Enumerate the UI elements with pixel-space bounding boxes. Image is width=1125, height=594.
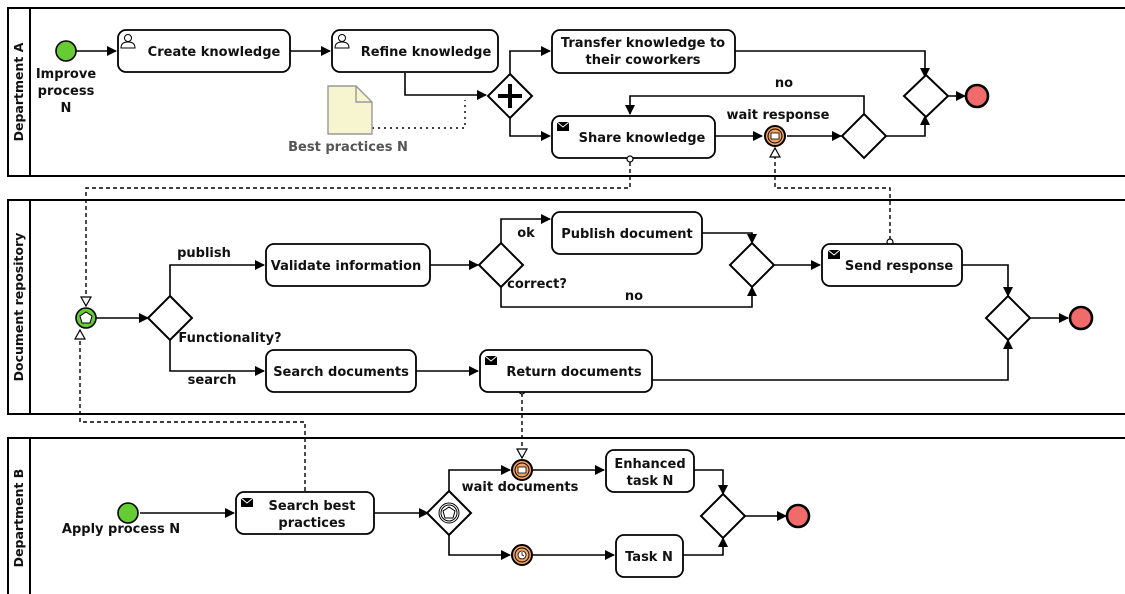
pentagon-icon: [79, 311, 93, 324]
message-flows: [80, 148, 891, 498]
exclusive-gateway-merge-repo[interactable]: [728, 241, 776, 289]
lane-department-a: Department A: [7, 7, 1125, 177]
start-event-improve-process[interactable]: [55, 40, 77, 62]
exclusive-gateway-correct[interactable]: [477, 241, 525, 289]
task-label: Send response: [845, 259, 953, 274]
start-label-apply-process: Apply process N: [62, 522, 180, 537]
task-task-n[interactable]: Task N: [615, 534, 684, 578]
department-a-flows: [76, 46, 966, 141]
start-label-l3: N: [61, 101, 72, 116]
task-label-l1: Enhanced: [614, 457, 685, 472]
task-label: Share knowledge: [579, 131, 706, 146]
task-label: Validate information: [271, 259, 422, 274]
user-icon: [334, 34, 350, 49]
lane-department-b: Department B: [7, 437, 1125, 594]
gateway-label-correct: correct?: [507, 277, 567, 292]
event-based-gateway[interactable]: [425, 489, 473, 537]
flow-label-ok: ok: [517, 226, 535, 241]
task-label: Task N: [625, 550, 673, 565]
exclusive-gateway-merge-final[interactable]: [984, 294, 1032, 342]
task-validate-information[interactable]: Validate information: [265, 243, 431, 287]
timer-catch-event[interactable]: [511, 544, 533, 566]
task-label: Return documents: [506, 365, 642, 380]
exclusive-gateway-response[interactable]: [840, 112, 888, 160]
task-share-knowledge[interactable]: Share knowledge: [551, 115, 716, 159]
lane-title-document-repository: Document repository: [11, 233, 26, 382]
task-search-best-practices[interactable]: Search best practices: [235, 491, 375, 535]
exclusive-gateway-merge-a[interactable]: [902, 73, 950, 119]
task-label-l1: Transfer knowledge to: [561, 36, 725, 51]
lane-document-repository: Document repository: [7, 199, 1125, 415]
flow-label-search: search: [188, 373, 237, 388]
flow-label-no: no: [775, 76, 793, 91]
start-label-l2: process: [38, 84, 95, 99]
task-label: Create knowledge: [148, 45, 281, 60]
exclusive-gateway-functionality[interactable]: [146, 294, 194, 342]
task-label-l1: Search best: [269, 499, 356, 514]
task-publish-document[interactable]: Publish document: [551, 211, 703, 255]
message-catch-event-wait-response[interactable]: [764, 125, 786, 147]
task-label: Publish document: [561, 227, 693, 242]
parallel-gateway[interactable]: [486, 72, 534, 120]
event-label-wait-documents: wait documents: [462, 480, 579, 495]
task-label: Refine knowledge: [361, 45, 492, 60]
pentagon-icon: [442, 506, 456, 519]
task-label-l2: task N: [627, 474, 674, 489]
user-icon: [120, 34, 136, 49]
end-event-department-b[interactable]: [785, 503, 811, 529]
task-send-response[interactable]: Send response: [821, 243, 963, 287]
repository-flows: [96, 214, 1069, 381]
start-label-l1: Improve: [36, 67, 97, 82]
end-event-repository[interactable]: [1068, 305, 1094, 331]
plus-icon: [498, 84, 522, 108]
flow-label-publish: publish: [177, 246, 231, 261]
flow-label-no-repo: no: [625, 289, 643, 304]
association-best-practices: [372, 100, 466, 129]
task-label-l2: practices: [278, 516, 345, 531]
task-search-documents[interactable]: Search documents: [265, 349, 417, 393]
lane-title-department-a: Department A: [11, 42, 26, 141]
end-event-department-a[interactable]: [964, 83, 990, 109]
message-start-event-repository[interactable]: [75, 307, 97, 329]
task-return-documents[interactable]: Return documents: [479, 349, 653, 393]
department-b-flows: [140, 465, 787, 560]
task-enhanced-task-n[interactable]: Enhanced task N: [605, 449, 695, 493]
data-object-label: Best practices N: [288, 140, 408, 155]
gateway-label-functionality: Functionality?: [178, 331, 281, 346]
event-label-wait-response: wait response: [727, 108, 830, 123]
exclusive-gateway-merge-b[interactable]: [699, 492, 747, 540]
lane-title-department-b: Department B: [11, 469, 26, 568]
task-create-knowledge[interactable]: Create knowledge: [117, 29, 291, 73]
message-catch-event-wait-documents[interactable]: [511, 459, 533, 481]
task-label: Search documents: [273, 365, 409, 380]
data-object-best-practices[interactable]: Best practices N: [288, 85, 408, 155]
task-transfer-knowledge[interactable]: Transfer knowledge to their coworkers: [551, 29, 736, 74]
start-event-apply-process[interactable]: [117, 502, 139, 524]
task-label-l2: their coworkers: [586, 53, 701, 68]
task-refine-knowledge[interactable]: Refine knowledge: [331, 29, 499, 73]
